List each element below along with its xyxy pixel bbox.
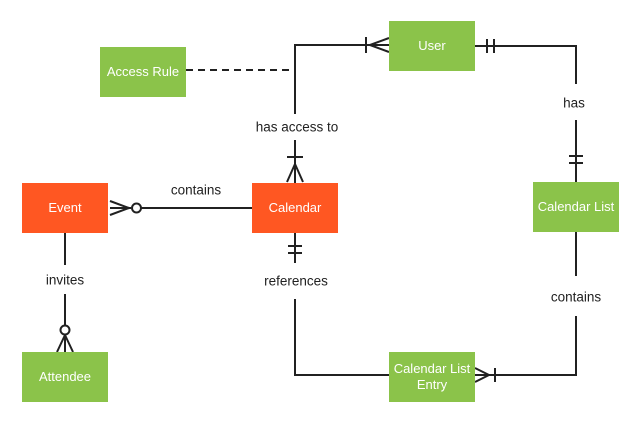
entity-calendar-list: Calendar List bbox=[533, 182, 619, 232]
edge-has-access-to-calendar-user bbox=[286, 37, 390, 183]
entity-label: Calendar bbox=[268, 199, 322, 215]
edge-label-contains-list-entry: contains bbox=[548, 289, 604, 305]
edge-label-contains-event-calendar: contains bbox=[168, 182, 224, 198]
entity-label: User bbox=[418, 37, 446, 53]
double-tick-icon bbox=[486, 39, 495, 53]
entity-label: Event bbox=[48, 199, 82, 215]
entity-attendee: Attendee bbox=[22, 352, 108, 402]
zero-cardinality-icon bbox=[59, 324, 71, 336]
entity-access-rule: Access Rule bbox=[100, 47, 186, 97]
edge-references-calendar-entry bbox=[288, 233, 389, 376]
edge-contains-event-calendar bbox=[109, 200, 252, 216]
edge-contains-calendar-list-entry bbox=[474, 232, 577, 383]
entity-label: Calendar List Entry bbox=[393, 360, 471, 392]
crowsfoot-many-icon bbox=[286, 163, 304, 183]
entity-label: Attendee bbox=[38, 368, 92, 384]
edge-label-invites: invites bbox=[43, 272, 87, 288]
edge-label-references: references bbox=[262, 273, 330, 289]
zero-cardinality-icon bbox=[131, 202, 142, 214]
edge-invites-event-attendee bbox=[56, 233, 74, 353]
entity-calendar: Calendar bbox=[252, 183, 338, 233]
entity-user: User bbox=[389, 21, 475, 71]
edge-has-user-calendar-list bbox=[475, 39, 583, 182]
crowsfoot-many-icon bbox=[56, 334, 74, 353]
crowsfoot-many-icon bbox=[369, 37, 390, 53]
entity-label: Access Rule bbox=[106, 63, 180, 79]
crowsfoot-many-icon bbox=[474, 367, 490, 383]
double-tick-icon bbox=[288, 245, 302, 254]
entity-label: Calendar List bbox=[537, 198, 615, 214]
edge-label-has-access-to: has access to bbox=[253, 119, 341, 135]
entity-calendar-list-entry: Calendar List Entry bbox=[389, 352, 475, 402]
entity-event: Event bbox=[22, 183, 108, 233]
double-tick-icon bbox=[569, 155, 583, 164]
crowsfoot-many-icon bbox=[109, 200, 130, 216]
edge-label-has: has bbox=[561, 95, 587, 111]
